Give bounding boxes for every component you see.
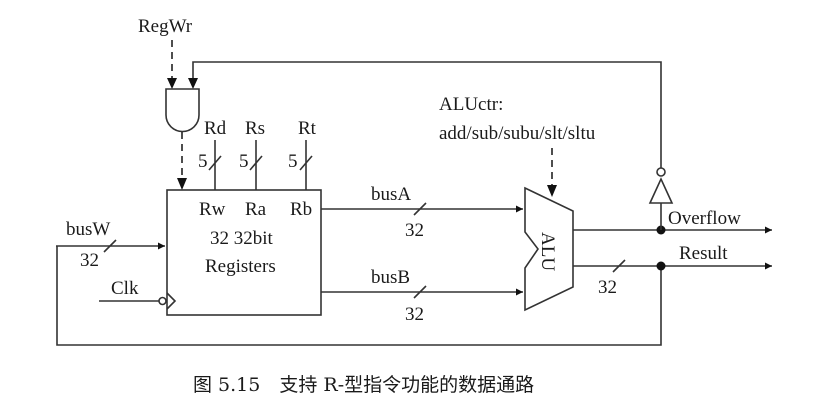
register-file xyxy=(166,189,322,316)
inverter-bubble xyxy=(656,167,666,177)
result-junction xyxy=(656,261,666,271)
rt-label: Rt xyxy=(298,118,317,139)
busb-label: busB xyxy=(371,267,410,288)
busa-width: 32 xyxy=(405,220,424,241)
rs-width: 5 xyxy=(239,151,249,172)
feedback-arrowhead xyxy=(188,78,198,89)
busw-label: busW xyxy=(66,219,110,240)
result-width-slash xyxy=(612,259,626,273)
figure-caption: 图 5.15 支持 R-型指令功能的数据通路 xyxy=(193,374,534,396)
alu xyxy=(524,186,574,312)
port-rb-label: Rb xyxy=(290,199,312,220)
write-enable-arrowhead xyxy=(177,178,187,190)
regwr-label: RegWr xyxy=(138,16,193,37)
aluctr-ops: add/sub/subu/slt/sltu xyxy=(439,123,596,144)
result-feedback-loop xyxy=(56,246,662,346)
busb-width-slash xyxy=(413,285,427,299)
busa-width-slash xyxy=(413,202,427,216)
overflow-feedback-wire xyxy=(192,61,662,162)
rd-width: 5 xyxy=(198,151,208,172)
result-width: 32 xyxy=(598,277,617,298)
regwr-arrowhead xyxy=(167,78,177,89)
and-gate xyxy=(165,88,200,133)
port-rw-label: Rw xyxy=(199,199,226,220)
result-label: Result xyxy=(679,243,728,264)
rd-label: Rd xyxy=(204,118,227,139)
rs-width-slash xyxy=(249,155,263,171)
rs-label: Rs xyxy=(245,118,265,139)
rt-width: 5 xyxy=(288,151,298,172)
busb-width: 32 xyxy=(405,304,424,325)
overflow-label: Overflow xyxy=(668,208,741,229)
rt-width-slash xyxy=(299,155,313,171)
busa-label: busA xyxy=(371,184,411,205)
register-file-name: Registers xyxy=(205,256,276,277)
clk-inversion-bubble xyxy=(158,296,167,306)
port-ra-label: Ra xyxy=(245,199,267,220)
clk-edge-triangle xyxy=(166,292,177,310)
busw-width: 32 xyxy=(80,250,99,271)
rd-width-slash xyxy=(208,155,222,171)
alu-label: ALU xyxy=(537,232,558,271)
register-file-size: 32 32bit xyxy=(210,228,274,249)
aluctr-label: ALUctr: xyxy=(439,94,503,115)
clk-label: Clk xyxy=(111,278,139,299)
busw-width-slash xyxy=(103,239,117,253)
inverter xyxy=(648,177,674,204)
aluctr-arrowhead xyxy=(547,185,557,197)
